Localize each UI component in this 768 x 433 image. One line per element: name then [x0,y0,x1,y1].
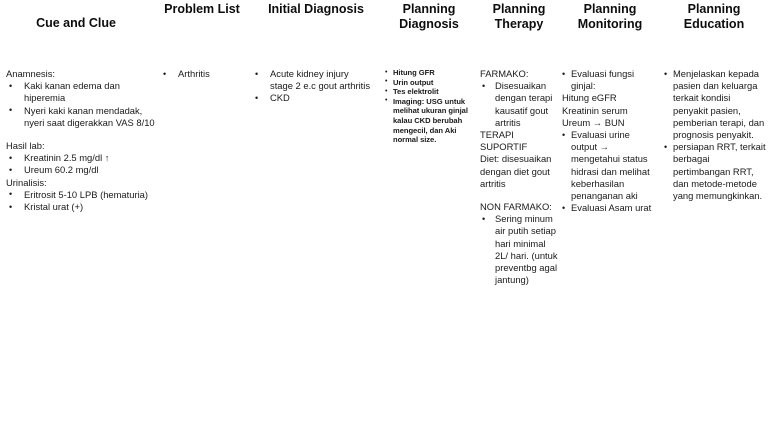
table-header-row: Cue and Clue Problem List Initial Diagno… [0,0,768,62]
column-header-planning-monitoring-line1: Planning [583,2,637,16]
list-item: Menjelaskan kepada pasien dan keluarga t… [664,67,766,141]
column-planning-diagnosis: Hitung GFR Urin output Tes elektrolit Im… [384,68,480,145]
column-planning-education: Menjelaskan kepada pasien dan keluarga t… [664,67,766,202]
column-header-cue-and-clue-label: Cue and Clue [36,16,116,30]
lab-list: Kreatinin 2.5 mg/dl ↑ Ureum 60.2 mg/dl [6,152,156,177]
lab-label: Hasil lab: [6,140,45,152]
list-item: Hitung GFR [384,68,480,78]
farmako-label: FARMAKO: [480,68,529,79]
column-planning-therapy: FARMAKO: Disesuaikan dengan terapi kausa… [480,68,558,286]
section-spacer [6,129,156,140]
column-header-problem-list: Problem List [152,2,252,17]
column-header-planning-monitoring: Planning Monitoring [560,2,660,32]
monitoring-list-top: Evaluasi fungsi ginjal: [562,67,658,92]
list-item: Ureum 60.2 mg/dl [6,164,156,176]
list-item: Arthritis [160,67,252,80]
column-header-planning-therapy: Planning Therapy [478,2,560,32]
table-body-row: Anamnesis: Kaki kanan edema dan hiperemi… [0,67,768,433]
terapi-suportif-label: TERAPI SUPORTIF [480,129,528,153]
column-header-planning-diagnosis: Planning Diagnosis [380,2,478,32]
section-spacer [480,190,558,201]
monitoring-ginjal-detail: Hitung eGFR Kreatinin serum Ureum → BUN [562,92,628,128]
list-item: Kreatinin 2.5 mg/dl ↑ [6,152,156,164]
column-header-planning-therapy-line1: Planning [492,2,546,16]
column-header-planning-diagnosis-line2: Diagnosis [399,17,459,31]
list-item: Nyeri kaki kanan mendadak, nyeri saat di… [6,104,156,129]
column-header-planning-education: Planning Education [660,2,768,32]
column-initial-diagnosis: Acute kidney injury stage 2 e.c gout art… [252,67,374,105]
list-item: Imaging: USG untuk melihat ukuran ginjal… [384,96,480,145]
list-item: CKD [252,92,374,104]
list-item: persiapan RRT, terkait berbagai pertimba… [664,141,766,202]
list-item: Urin output [384,77,480,88]
education-list: Menjelaskan kepada pasien dan keluarga t… [664,67,766,202]
problem-list: Arthritis [160,67,252,80]
urinalisis-label: Urinalisis: [6,176,47,188]
column-header-initial-diagnosis-label: Initial Diagnosis [268,2,364,16]
list-item: Acute kidney injury stage 2 e.c gout art… [252,67,374,92]
planning-diagnosis-list: Hitung GFR Urin output Tes elektrolit Im… [384,68,480,145]
column-header-planning-diagnosis-line1: Planning [402,2,456,16]
column-cue-and-clue: Anamnesis: Kaki kanan edema dan hiperemi… [6,68,156,213]
urinalisis-list: Eritrosit 5-10 LPB (hematuria) Kristal u… [6,188,156,213]
diet-text: Diet: disesuaikan dengan diet gout artri… [480,153,552,189]
column-header-planning-monitoring-line2: Monitoring [577,17,643,31]
list-item: Evaluasi fungsi ginjal: [562,67,658,92]
column-header-planning-therapy-line2: Therapy [494,17,544,31]
list-item: Kristal urat (+) [6,201,156,213]
list-item: Evaluasi urine output → mengetahui statu… [562,129,658,202]
column-planning-monitoring: Evaluasi fungsi ginjal: Hitung eGFR Krea… [562,67,658,215]
non-farmako-label: NON FARMAKO: [480,201,552,213]
farmako-list: Disesuaikan dengan terapi kausatif gout … [480,80,558,129]
list-item: Sering minum air putih setiap hari minim… [480,213,558,286]
list-item: Tes elektrolit [384,87,480,97]
list-item: Eritrosit 5-10 LPB (hematuria) [6,188,156,201]
list-item: Disesuaikan dengan terapi kausatif gout … [480,80,558,129]
monitoring-list-bottom: Evaluasi urine output → mengetahui statu… [562,129,658,215]
anamnesis-list: Kaki kanan edema dan hiperemia Nyeri kak… [6,80,156,129]
anamnesis-label: Anamnesis: [6,68,55,79]
column-header-initial-diagnosis: Initial Diagnosis [252,2,380,17]
list-item: Evaluasi Asam urat [562,202,658,214]
column-header-planning-education-line1: Planning [687,2,741,16]
column-header-planning-education-line2: Education [683,17,745,31]
column-header-problem-list-label: Problem List [164,2,240,16]
initial-diagnosis-list: Acute kidney injury stage 2 e.c gout art… [252,67,374,105]
list-item: Kaki kanan edema dan hiperemia [6,80,156,104]
column-problem-list: Arthritis [160,67,252,80]
column-header-cue-and-clue: Cue and Clue [0,16,152,31]
non-farmako-list: Sering minum air putih setiap hari minim… [480,213,558,286]
